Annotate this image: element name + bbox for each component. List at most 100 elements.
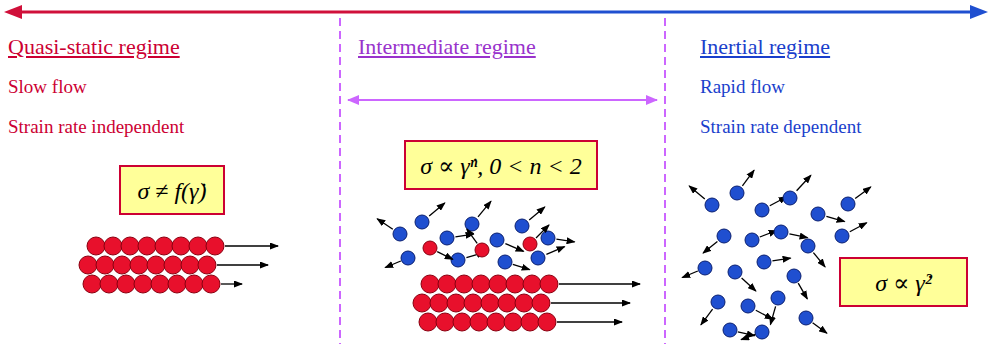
particle-blue xyxy=(755,325,769,339)
velocity-arrow xyxy=(742,278,756,291)
particle-red xyxy=(155,237,173,255)
particle-blue xyxy=(835,229,849,243)
velocity-arrow xyxy=(437,252,453,260)
particle-blue xyxy=(490,233,504,247)
particle-red xyxy=(100,275,118,293)
particle-red xyxy=(523,275,541,293)
velocity-arrow xyxy=(385,261,401,268)
velocity-arrow xyxy=(797,175,811,191)
rapid-arrow xyxy=(460,11,972,14)
formula-box: σ ≠ f(γ̇) xyxy=(119,165,225,215)
particle-red xyxy=(147,256,165,274)
particle-red xyxy=(96,256,114,274)
velocity-arrow xyxy=(789,234,807,238)
velocity-arrow xyxy=(559,283,640,284)
velocity-arrow xyxy=(505,244,523,252)
velocity-arrow xyxy=(770,306,775,324)
particle-red xyxy=(130,256,148,274)
velocity-arrow xyxy=(756,310,773,319)
velocity-arrow xyxy=(703,241,717,253)
particle-red xyxy=(423,241,437,255)
particle-red xyxy=(83,275,101,293)
particle-blue xyxy=(730,186,744,200)
velocity-arrow xyxy=(701,309,713,325)
regime-divider xyxy=(339,18,341,344)
velocity-arrow xyxy=(741,334,755,339)
particle-red xyxy=(515,294,533,312)
particle-blue xyxy=(541,231,555,245)
particle-red xyxy=(472,275,490,293)
velocity-arrow xyxy=(772,258,790,261)
particle-red xyxy=(87,237,105,255)
particle-red xyxy=(464,294,482,312)
particle-red xyxy=(413,294,431,312)
regime-divider xyxy=(664,18,666,344)
particle-red xyxy=(117,275,135,293)
particle-blue xyxy=(801,239,815,253)
particle-red xyxy=(475,243,489,257)
particle-blue xyxy=(711,295,725,309)
velocity-arrow xyxy=(557,321,622,322)
particle-blue xyxy=(783,191,797,205)
particle-red xyxy=(189,237,207,255)
particle-red xyxy=(421,275,439,293)
velocity-arrow xyxy=(536,225,549,238)
velocity-arrow xyxy=(221,283,242,284)
particle-red xyxy=(455,275,473,293)
slow-arrow xyxy=(20,11,460,14)
particle-red xyxy=(521,313,539,331)
particle-red xyxy=(181,256,199,274)
velocity-arrow xyxy=(529,207,545,220)
particle-red xyxy=(470,313,488,331)
particle-blue xyxy=(757,255,771,269)
particle-blue xyxy=(728,265,742,279)
particle-red xyxy=(506,275,524,293)
particle-blue xyxy=(771,291,785,305)
particle-red xyxy=(523,237,537,251)
formula-box: σ ∝ γ̇² xyxy=(839,257,968,307)
velocity-arrow xyxy=(377,219,393,229)
particle-red xyxy=(134,275,152,293)
particle-blue xyxy=(393,227,407,241)
regime-title: Inertial regime xyxy=(700,34,830,60)
particle-blue xyxy=(799,311,813,325)
velocity-arrow xyxy=(813,323,827,333)
particle-red xyxy=(430,294,448,312)
particle-red xyxy=(168,275,186,293)
particle-red xyxy=(447,294,465,312)
particle-blue xyxy=(451,253,465,267)
formula-text: σ ∝ γ̇² xyxy=(875,270,932,296)
formula-text: σ ≠ f(γ̇) xyxy=(137,178,206,204)
regime-property: Slow flow xyxy=(8,76,87,99)
particle-red xyxy=(172,237,190,255)
particle-blue xyxy=(741,299,755,313)
velocity-arrow xyxy=(478,201,491,217)
particle-red xyxy=(489,275,507,293)
particle-red xyxy=(151,275,169,293)
particle-red xyxy=(202,275,220,293)
particle-red xyxy=(104,237,122,255)
particle-blue xyxy=(745,233,759,247)
particle-red xyxy=(538,313,556,331)
velocity-arrow xyxy=(513,264,530,269)
regime-title: Intermediate regime xyxy=(358,34,536,60)
particle-blue xyxy=(774,225,788,239)
velocity-arrow xyxy=(556,239,574,242)
particle-blue xyxy=(705,198,719,212)
regime-property: Strain rate independent xyxy=(8,116,184,139)
velocity-arrow xyxy=(546,247,564,255)
particle-red xyxy=(540,275,558,293)
rapid-arrowhead xyxy=(970,5,988,19)
regime-property: Rapid flow xyxy=(700,76,785,99)
velocity-arrow xyxy=(225,245,278,246)
particle-blue xyxy=(498,255,512,269)
particle-red xyxy=(532,294,550,312)
velocity-arrow xyxy=(467,229,477,243)
velocity-arrow xyxy=(682,271,698,278)
regime-title: Quasi-static regime xyxy=(8,34,180,60)
particle-blue xyxy=(440,231,454,245)
particle-red xyxy=(198,256,216,274)
velocity-arrow xyxy=(798,283,807,299)
particle-red xyxy=(79,256,97,274)
particle-blue xyxy=(515,219,529,233)
